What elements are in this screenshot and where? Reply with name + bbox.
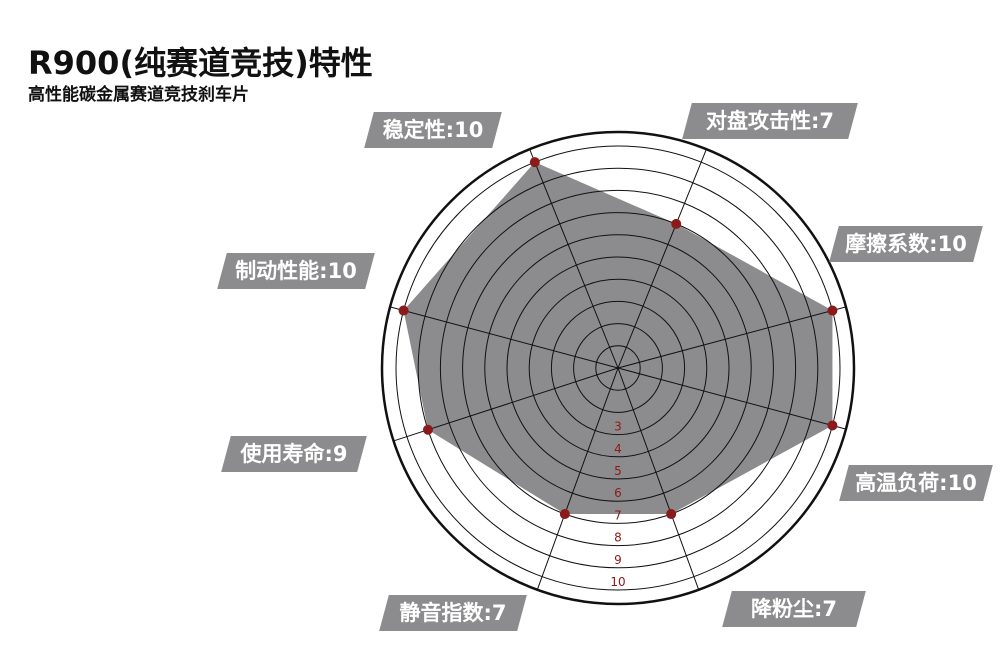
- radar-spoke: [617, 367, 847, 430]
- radar-spoke: [617, 306, 847, 369]
- chart-title: R900(纯赛道竞技)特性: [28, 44, 373, 82]
- ring-value-label: 8: [614, 531, 622, 545]
- radar-grid-ring: [439, 189, 797, 547]
- axis-label-low-dust: 降粉尘:7: [722, 591, 866, 627]
- radar-grid-ring: [573, 323, 663, 413]
- ring-value-label: 10: [610, 575, 625, 589]
- axis-label-stability: 稳定性:10: [364, 112, 502, 148]
- radar-spoke: [617, 367, 700, 590]
- radar-spoke: [536, 367, 619, 590]
- radar-data-point: [666, 509, 677, 520]
- radar-grid-ring: [595, 345, 641, 391]
- axis-label-friction-coefficient: 摩擦系数:10: [829, 226, 983, 262]
- radar-grid-ring: [462, 212, 774, 524]
- radar-grid-ring: [395, 145, 841, 591]
- radar-data-point: [559, 509, 570, 520]
- ring-value-label: 9: [614, 553, 622, 567]
- chart-subtitle: 高性能碳金属赛道竞技刹车片: [28, 85, 249, 105]
- radar-data-area: [403, 162, 833, 515]
- ring-value-label: 6: [614, 486, 622, 500]
- radar-spoke: [389, 306, 619, 369]
- axis-label-service-life: 使用寿命:9: [221, 436, 367, 472]
- radar-data-point: [827, 305, 838, 316]
- radar-spoke: [617, 148, 707, 369]
- radar-data-point: [827, 420, 838, 431]
- radar-data-point: [529, 157, 540, 168]
- radar-data-point: [398, 305, 409, 316]
- radar-grid-ring: [528, 278, 708, 458]
- ring-value-label: 3: [614, 420, 622, 434]
- ring-value-label: 4: [614, 442, 622, 456]
- radar-data-point: [422, 424, 433, 435]
- radar-outer-circle: [380, 130, 856, 606]
- radar-grid-ring: [484, 234, 752, 502]
- axis-label-disc-aggressiveness: 对盘攻击性:7: [682, 103, 858, 139]
- axis-label-high-temp-load: 高温负荷:10: [839, 465, 993, 501]
- radar-grid-ring: [506, 256, 730, 480]
- radar-spoke: [529, 148, 619, 369]
- ring-value-label: 7: [614, 508, 622, 522]
- radar-data-point: [671, 218, 682, 229]
- axis-label-braking-performance: 制动性能:10: [217, 253, 375, 289]
- axis-label-quietness: 静音指数:7: [379, 595, 527, 631]
- radar-grid-ring: [417, 167, 819, 569]
- ring-value-label: 5: [614, 464, 622, 478]
- radar-grid-ring: [550, 300, 686, 436]
